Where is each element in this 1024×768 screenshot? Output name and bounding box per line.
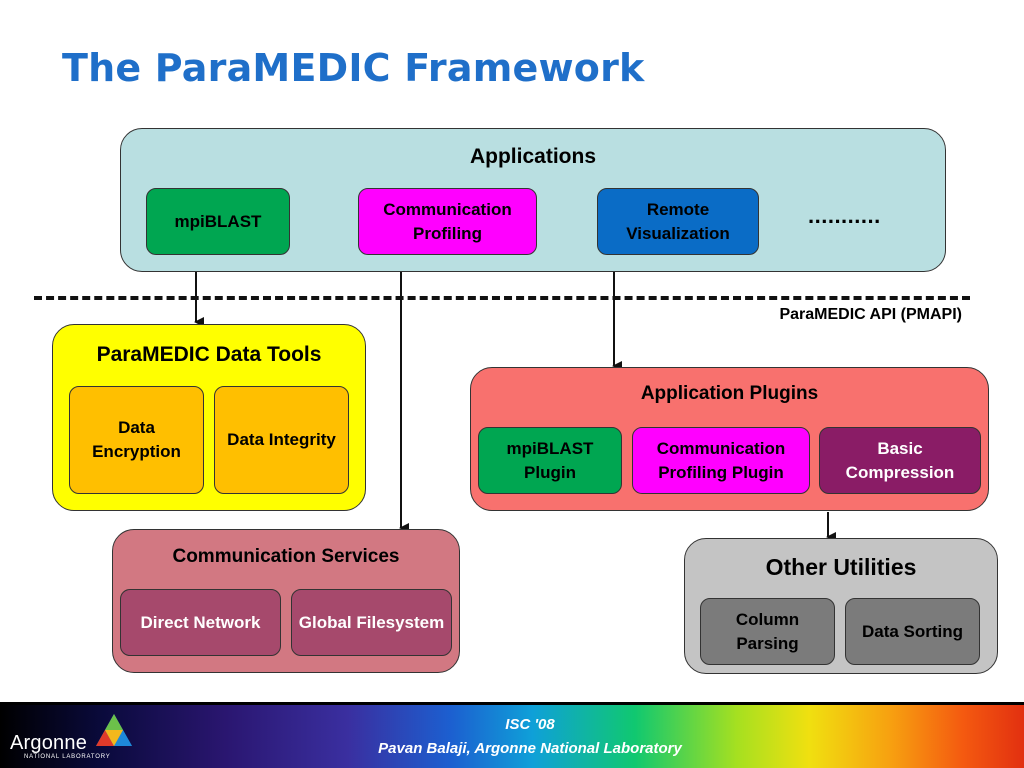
page-title: The ParaMEDIC Framework xyxy=(62,46,645,90)
footer-conference: ISC '08 xyxy=(505,716,555,733)
api-separator-line xyxy=(34,296,970,300)
communication-services-label: Communication Services xyxy=(172,546,400,567)
column-parsing-box: Column Parsing xyxy=(700,598,835,665)
applications-label: Applications xyxy=(469,145,596,168)
direct-network-box: Direct Network xyxy=(120,589,281,656)
footer-author: Pavan Balaji, Argonne National Laborator… xyxy=(378,740,682,757)
api-label: ParaMEDIC API (PMAPI) xyxy=(779,306,962,323)
communication-profiling-plugin-box: Communication Profiling Plugin xyxy=(632,427,810,494)
argonne-logo-text: Argonne xyxy=(10,732,88,754)
argonne-logo-icon xyxy=(96,714,132,746)
argonne-logo-subtext: NATIONAL LABORATORY xyxy=(24,754,111,760)
app-remote-visualization-box: Remote Visualization xyxy=(597,188,759,255)
basic-compression-box: Basic Compression xyxy=(819,427,981,494)
global-filesystem-box: Global Filesystem xyxy=(291,589,452,656)
app-communication-profiling-box: Communication Profiling xyxy=(358,188,537,255)
data-integrity-box: Data Integrity xyxy=(214,386,349,494)
application-plugins-label: Application Plugins xyxy=(640,383,819,404)
applications-ellipsis: ........... xyxy=(808,203,881,228)
app-mpiblast-box: mpiBLAST xyxy=(146,188,290,255)
footer-divider xyxy=(0,702,1024,705)
data-encryption-box: Data Encryption xyxy=(69,386,204,494)
data-tools-label: ParaMEDIC Data Tools xyxy=(96,343,322,366)
other-utilities-label: Other Utilities xyxy=(765,554,917,580)
data-sorting-box: Data Sorting xyxy=(845,598,980,665)
footer-banner xyxy=(0,702,1024,768)
mpiblast-plugin-box: mpiBLAST Plugin xyxy=(478,427,622,494)
